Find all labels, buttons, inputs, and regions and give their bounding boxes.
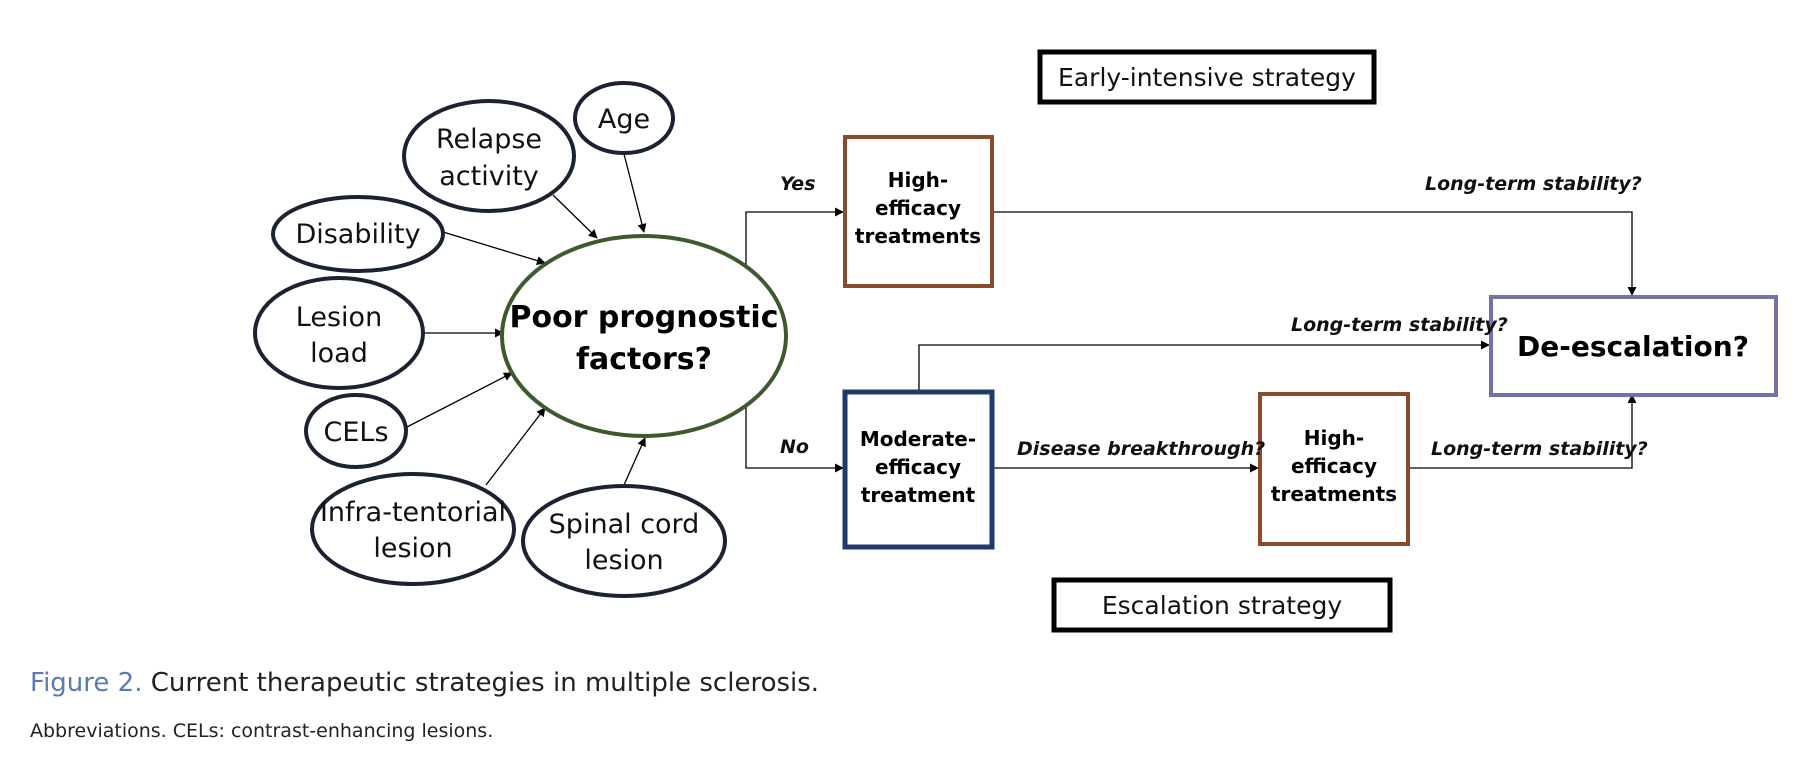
node-high-efficacy-1-line2: efficacy <box>875 196 961 220</box>
branch-yes-label: Yes <box>780 173 816 195</box>
factor-infratentorial-line1: Infra-tentorial <box>320 497 506 528</box>
edge-relapse <box>552 194 598 239</box>
decision-poor-prognostic-factors: Poor prognostic factors? <box>500 234 788 438</box>
node-moderate-efficacy-treatment: Moderate- efficacy treatment <box>842 389 995 550</box>
factor-infratentorial-lesion: Infra-tentorial lesion <box>310 472 516 586</box>
node-high-efficacy-2-line3: treatments <box>1271 482 1397 506</box>
branch-no-label: No <box>780 436 809 458</box>
figure-label: Figure 2. <box>30 668 143 698</box>
strategy-early-intensive: Early-intensive strategy <box>1037 49 1377 105</box>
diagram: Age Relapse activity Disability Lesion l… <box>253 49 1778 633</box>
node-high-efficacy-treatments-2: High- efficacy treatments <box>1258 392 1410 546</box>
factor-disability-label: Disability <box>295 219 420 250</box>
edge-age <box>623 153 647 233</box>
edge-label-disease-breakthrough: Disease breakthrough? <box>1017 438 1265 460</box>
strategy-escalation-label: Escalation strategy <box>1102 591 1342 620</box>
factor-lesion-load: Lesion load <box>253 276 425 390</box>
factor-lesion-load-line1: Lesion <box>296 302 382 333</box>
strategy-early-label: Early-intensive strategy <box>1058 63 1356 92</box>
edge-no <box>745 405 844 473</box>
edge-mid-stability <box>918 340 1490 392</box>
factor-cels: CELs <box>304 393 408 469</box>
strategy-escalation: Escalation strategy <box>1051 577 1393 633</box>
factor-relapse-activity: Relapse activity <box>402 99 576 213</box>
node-high-efficacy-treatments-1: High- efficacy treatments <box>843 135 994 288</box>
decision-line1: Poor prognostic <box>509 300 778 335</box>
node-de-escalation-label: De-escalation? <box>1517 330 1749 363</box>
node-high-efficacy-2-line2: efficacy <box>1291 454 1377 478</box>
edge-spinal <box>623 437 646 486</box>
factor-cels-label: CELs <box>323 417 388 448</box>
node-moderate-line2: efficacy <box>875 455 961 479</box>
figure-caption-text: Current therapeutic strategies in multip… <box>150 668 820 698</box>
edge-infratentorial <box>485 407 546 486</box>
edge-disability <box>442 231 546 265</box>
edge-bottom-stability <box>1409 394 1637 469</box>
factor-spinal-cord-lesion: Spinal cord lesion <box>521 484 727 598</box>
abbreviations-note: Abbreviations. CELs: contrast-enhancing … <box>30 720 494 742</box>
factor-disability: Disability <box>271 195 445 273</box>
node-de-escalation: De-escalation? <box>1489 295 1778 397</box>
factor-infratentorial-line2: lesion <box>373 533 452 564</box>
edge-label-long-term-top: Long-term stability? <box>1425 173 1642 195</box>
node-high-efficacy-1-line1: High- <box>888 168 948 192</box>
node-moderate-line1: Moderate- <box>860 427 976 451</box>
node-high-efficacy-2-line1: High- <box>1304 426 1364 450</box>
edge-cels <box>404 372 513 429</box>
node-moderate-line3: treatment <box>861 483 976 507</box>
node-high-efficacy-1-line3: treatments <box>855 224 981 248</box>
edge-label-long-term-mid: Long-term stability? <box>1291 314 1508 336</box>
edge-top-stability <box>993 211 1637 296</box>
decision-line2: factors? <box>576 342 712 377</box>
factor-spinal-line2: lesion <box>584 545 663 576</box>
factor-age-label: Age <box>598 104 650 135</box>
edge-yes <box>745 207 844 265</box>
factor-lesion-load-line2: load <box>310 338 368 369</box>
factor-relapse-line2: activity <box>439 161 539 192</box>
figure-caption: Figure 2. Current therapeutic strategies… <box>30 668 819 698</box>
factor-age: Age <box>573 81 675 155</box>
edge-label-long-term-bottom: Long-term stability? <box>1431 438 1648 460</box>
factor-spinal-line1: Spinal cord <box>549 509 700 540</box>
factor-relapse-line1: Relapse <box>436 124 542 155</box>
